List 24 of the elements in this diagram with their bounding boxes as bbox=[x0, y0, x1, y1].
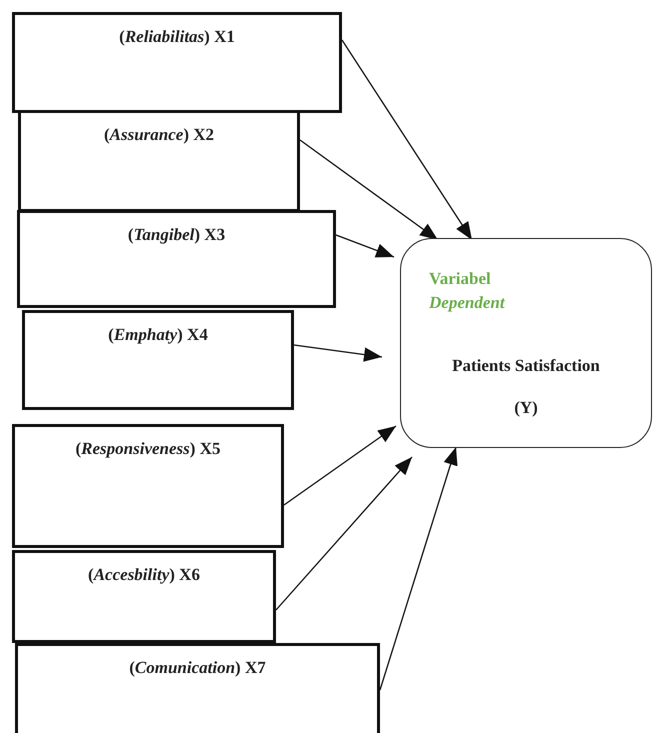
arrow bbox=[284, 425, 396, 506]
label-text: (Accesbility) X6 bbox=[87, 565, 201, 585]
variable-box bbox=[15, 643, 380, 733]
label-text: (Comunication) X7 bbox=[128, 658, 267, 678]
arrow bbox=[300, 139, 438, 241]
label-text: (Assurance) X2 bbox=[102, 125, 216, 145]
variable-box bbox=[12, 424, 284, 548]
variable-box bbox=[12, 12, 342, 113]
label-text: (Responsiveness) X5 bbox=[74, 439, 222, 459]
label-text: (Emphaty) X4 bbox=[107, 325, 209, 345]
variable-box bbox=[12, 550, 276, 643]
arrow bbox=[294, 344, 382, 362]
heading-text: Variabel Dependent bbox=[429, 268, 506, 314]
label-text: (Tangibel) X3 bbox=[126, 225, 226, 245]
arrow bbox=[341, 40, 473, 240]
variable-box bbox=[17, 210, 336, 308]
arrow bbox=[379, 446, 458, 690]
variable-box bbox=[22, 310, 294, 410]
arrow bbox=[336, 234, 394, 258]
label-text: (Reliabilitas) X1 bbox=[118, 27, 236, 47]
rounded-box bbox=[400, 238, 652, 448]
label-text: Patients Satisfaction (Y) bbox=[451, 355, 601, 419]
variable-box bbox=[18, 110, 300, 212]
arrow bbox=[276, 456, 412, 610]
